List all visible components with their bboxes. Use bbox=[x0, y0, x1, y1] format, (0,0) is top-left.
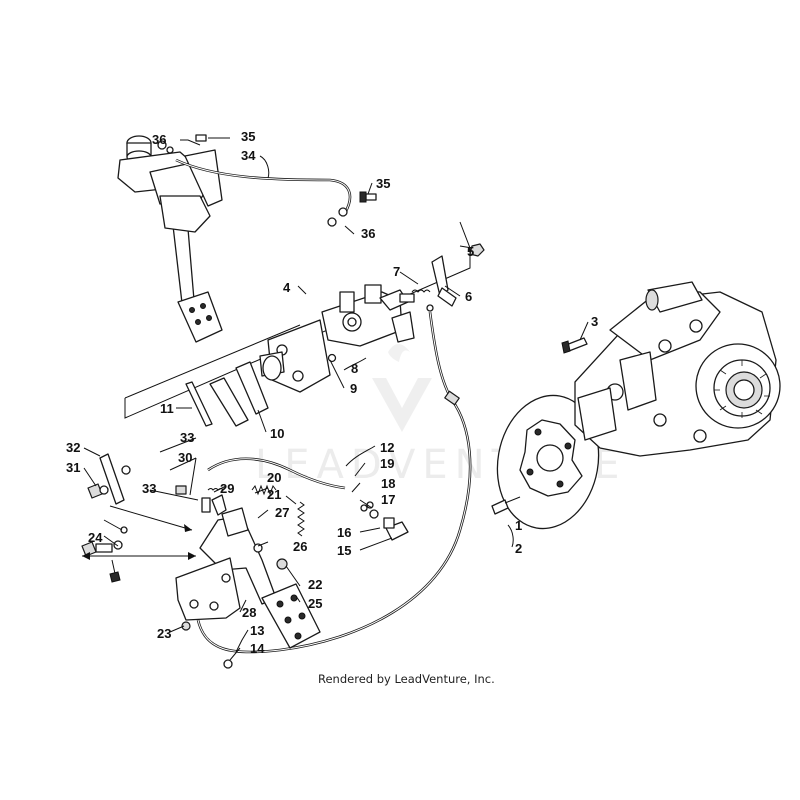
callout-22: 22 bbox=[308, 577, 322, 592]
callout-19: 19 bbox=[380, 456, 394, 471]
callout-28: 28 bbox=[242, 605, 256, 620]
callout-7: 7 bbox=[393, 264, 400, 279]
callout-25: 25 bbox=[308, 596, 322, 611]
callout-1: 1 bbox=[515, 518, 522, 533]
callout-16: 16 bbox=[337, 525, 351, 540]
callout-27: 27 bbox=[275, 505, 289, 520]
callout-35b: 35 bbox=[376, 176, 390, 191]
callout-labels: 1 2 3 4 5 6 7 8 9 10 11 12 13 14 15 16 1… bbox=[66, 129, 598, 656]
callout-3: 3 bbox=[591, 314, 598, 329]
callout-36b: 36 bbox=[361, 226, 375, 241]
master-cylinder-assembly bbox=[117, 134, 223, 343]
leader-lines bbox=[83, 137, 589, 661]
callout-5: 5 bbox=[467, 244, 474, 259]
callout-6: 6 bbox=[465, 289, 472, 304]
callout-35: 35 bbox=[241, 129, 255, 144]
callout-4: 4 bbox=[283, 280, 291, 295]
callout-23: 23 bbox=[157, 626, 171, 641]
rear-gear-case bbox=[574, 281, 781, 457]
callout-18: 18 bbox=[381, 476, 395, 491]
crush-washer bbox=[327, 217, 337, 227]
callout-34: 34 bbox=[241, 148, 256, 163]
callout-2: 2 bbox=[515, 541, 522, 556]
callout-32: 32 bbox=[66, 440, 80, 455]
brake-caliper-assembly bbox=[185, 243, 485, 427]
callout-9: 9 bbox=[350, 381, 357, 396]
callout-33b: 33 bbox=[142, 481, 156, 496]
callout-30: 30 bbox=[178, 450, 192, 465]
callout-31: 31 bbox=[66, 460, 80, 475]
callout-12: 12 bbox=[380, 440, 394, 455]
brake-disc bbox=[496, 394, 600, 530]
pedal-bracket-assembly bbox=[81, 453, 409, 669]
callout-26: 26 bbox=[293, 539, 307, 554]
callout-21: 21 bbox=[267, 487, 281, 502]
callout-29: 29 bbox=[220, 481, 234, 496]
callout-33: 33 bbox=[180, 430, 194, 445]
callout-13: 13 bbox=[250, 623, 264, 638]
callout-14: 14 bbox=[250, 641, 265, 656]
callout-11: 11 bbox=[160, 401, 174, 416]
callout-10: 10 bbox=[270, 426, 284, 441]
callout-20: 20 bbox=[267, 470, 281, 485]
watermark-logo bbox=[372, 344, 432, 432]
callout-36: 36 bbox=[152, 132, 166, 147]
render-credit: Rendered by LeadVenture, Inc. bbox=[318, 672, 495, 686]
callout-8: 8 bbox=[351, 361, 358, 376]
callout-15: 15 bbox=[337, 543, 351, 558]
caliper-group-bracket bbox=[124, 221, 471, 419]
callout-17: 17 bbox=[381, 492, 395, 507]
callout-24: 24 bbox=[88, 530, 103, 545]
